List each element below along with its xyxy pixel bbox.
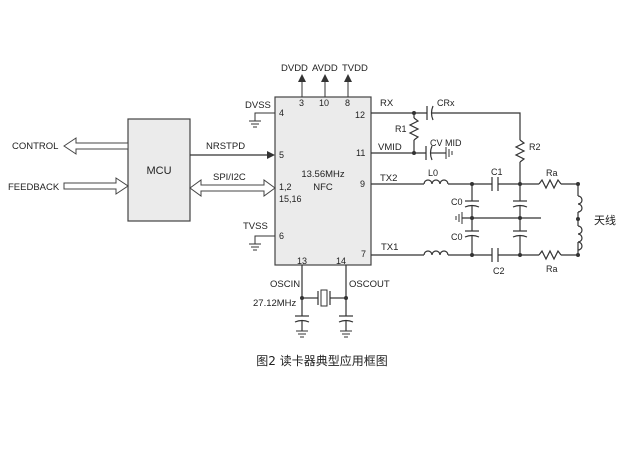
mcu-label: MCU [146, 165, 171, 177]
ra-bottom-label: Ra [546, 264, 558, 274]
avdd-label: AVDD [312, 63, 338, 74]
tx2-label: TX2 [380, 173, 397, 184]
oscin-label: OSCIN [270, 279, 300, 290]
c2-label: C2 [493, 266, 505, 276]
control-arrow [63, 137, 129, 155]
c1-label: C1 [491, 167, 503, 177]
tvss-label: TVSS [243, 221, 268, 232]
r2-label: R2 [529, 142, 541, 152]
dvss-label: DVSS [245, 100, 271, 111]
tvdd-pin-number: 8 [345, 98, 350, 108]
rx-pin-number: 12 [355, 110, 365, 120]
crystal-oscillator [294, 265, 354, 338]
c0-top-label: C0 [451, 197, 463, 207]
tvdd-label: TVDD [342, 63, 368, 74]
dvdd-label: DVDD [281, 63, 308, 74]
nrstpd-arrowhead [267, 151, 275, 159]
mcu-block [127, 118, 191, 222]
control-label: CONTROL [12, 141, 58, 152]
l0-label: L0 [428, 168, 438, 178]
dvss-ground-icon [249, 112, 275, 128]
antenna-coil-icon [576, 184, 583, 255]
feedback-arrow [63, 177, 129, 195]
spi-pin-number-b: 15,16 [279, 194, 302, 204]
nfc-freq-label: 13.56MHz [301, 169, 345, 180]
tx2-network [371, 177, 580, 218]
antenna-label: 天线 [594, 213, 616, 227]
tvss-ground-icon [249, 235, 275, 251]
cvmid-label: CV MID [430, 138, 462, 148]
feedback-label: FEEDBACK [8, 182, 60, 193]
dvss-pin-number: 4 [279, 108, 284, 118]
oscout-label: OSCOUT [349, 279, 390, 290]
tx1-pin-number: 7 [361, 249, 366, 259]
rx-label: RX [380, 98, 394, 109]
rx-network [371, 105, 526, 184]
ra-top-label: Ra [546, 168, 558, 178]
tx2-pin-number: 9 [360, 179, 365, 189]
tx1-label: TX1 [381, 242, 398, 253]
nrstpd-label: NRSTPD [206, 141, 245, 152]
tx1-network [371, 218, 580, 262]
spi-pin-number-a: 1,2 [279, 182, 292, 192]
avdd-pin-number: 10 [319, 98, 329, 108]
oscin-pin-number: 13 [297, 256, 307, 266]
vmid-label: VMID [378, 142, 402, 153]
spi-i2c-arrow [189, 179, 276, 197]
power-pins [298, 74, 352, 97]
vmid-pin-number: 11 [356, 148, 365, 158]
dvdd-pin-number: 3 [299, 98, 304, 108]
spi-i2c-label: SPI/I2C [213, 172, 246, 183]
nfc-label: NFC [313, 182, 333, 193]
figure-caption: 图2 读卡器典型应用框图 [256, 354, 388, 368]
tvss-pin-number: 6 [279, 231, 284, 241]
vmid-network [371, 145, 453, 161]
r1-label: R1 [395, 124, 407, 134]
middle-ground-bus [455, 212, 541, 224]
oscout-pin-number: 14 [336, 256, 346, 266]
crystal-label: 27.12MHz [253, 298, 297, 309]
c0-bottom-label: C0 [451, 232, 463, 242]
nrstpd-pin-number: 5 [279, 150, 284, 160]
nfc-chip-block [274, 96, 372, 266]
crx-label: CRx [437, 98, 455, 108]
